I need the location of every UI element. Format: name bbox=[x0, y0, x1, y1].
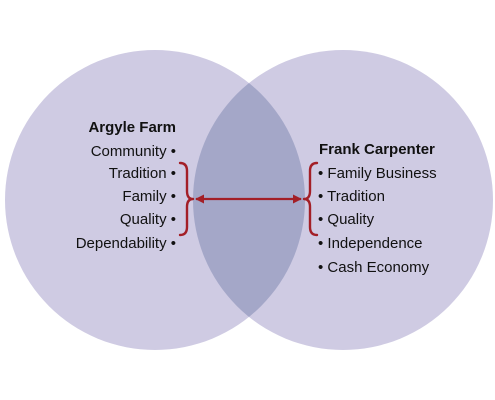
right-item-family-business: • Family Business bbox=[318, 165, 437, 182]
right-set-title: Frank Carpenter bbox=[319, 141, 435, 158]
right-item-tradition: • Tradition bbox=[318, 188, 385, 205]
left-item-quality: Quality • bbox=[120, 211, 176, 228]
left-bracket bbox=[178, 161, 195, 237]
overlap-region bbox=[193, 50, 305, 350]
left-item-dependability: Dependability • bbox=[76, 235, 176, 252]
left-item-tradition: Tradition • bbox=[109, 165, 176, 182]
left-item-community: Community • bbox=[91, 143, 176, 160]
right-bracket bbox=[302, 161, 319, 237]
right-item-cash-economy: • Cash Economy bbox=[318, 259, 430, 276]
right-item-quality: • Quality bbox=[318, 211, 375, 228]
left-set-title: Argyle Farm bbox=[88, 119, 176, 136]
left-item-family: Family • bbox=[122, 188, 176, 205]
right-item-independence: • Independence bbox=[318, 235, 423, 252]
